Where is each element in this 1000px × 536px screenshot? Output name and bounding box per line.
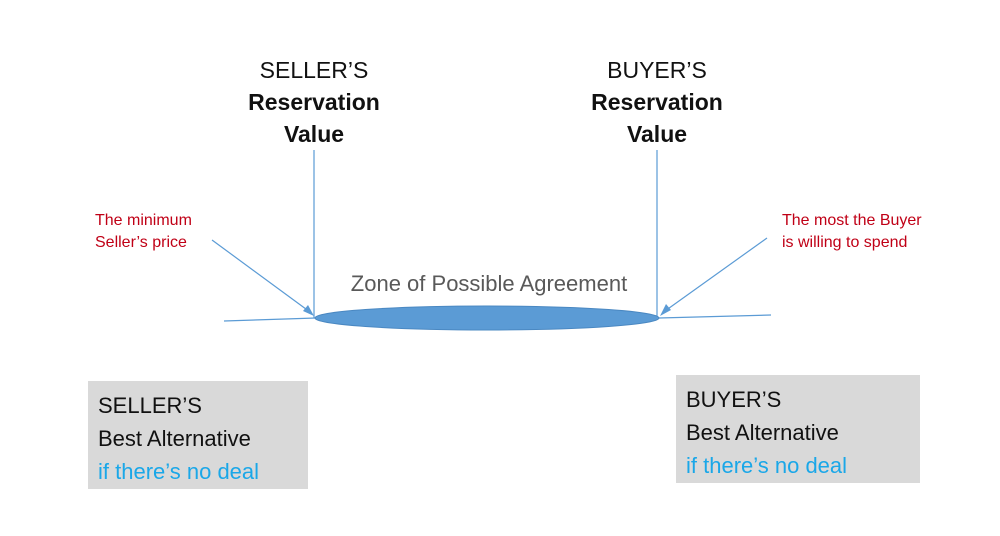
seller-alt-line1: SELLER’S <box>98 393 202 418</box>
buyer-annotation: The most the Buyer is willing to spend <box>782 210 922 254</box>
buyer-rv-line2: Reservation <box>591 89 723 115</box>
zopa-ellipse <box>314 305 660 331</box>
buyer-reservation-value-title: BUYER’S Reservation Value <box>577 54 737 150</box>
baseline-right <box>658 314 772 319</box>
seller-reservation-value-title: SELLER’S Reservation Value <box>234 54 394 150</box>
buyer-alt-line1: BUYER’S <box>686 387 782 412</box>
buyer-pointer-line <box>664 237 768 312</box>
baseline-left <box>223 317 317 322</box>
seller-annotation-line1: The minimum <box>95 212 192 229</box>
buyer-rv-line3: Value <box>626 121 688 147</box>
buyer-best-alternative-box: BUYER’S Best Alternative if there’s no d… <box>676 375 920 483</box>
buyer-annotation-line2: is willing to spend <box>782 234 908 251</box>
buyer-alt-line2: Best Alternative <box>686 420 839 445</box>
buyer-annotation-line1: The most the Buyer <box>782 212 922 229</box>
seller-rv-line2: Reservation <box>248 89 380 115</box>
buyer-pointer-arrowhead <box>660 304 671 316</box>
seller-rv-line3: Value <box>283 121 345 147</box>
seller-annotation: The minimum Seller’s price <box>95 210 192 254</box>
seller-annotation-line2: Seller’s price <box>95 234 187 251</box>
seller-alt-line3: if there’s no deal <box>98 459 260 484</box>
seller-best-alternative-box: SELLER’S Best Alternative if there’s no … <box>88 381 308 489</box>
seller-alt-line2: Best Alternative <box>98 426 251 451</box>
seller-rv-line1: SELLER’S <box>259 57 369 83</box>
seller-pointer-arrowhead <box>303 305 314 316</box>
buyer-alt-line3: if there’s no deal <box>686 453 848 478</box>
zopa-label: Zone of Possible Agreement <box>350 271 628 296</box>
buyer-rv-line1: BUYER’S <box>607 57 707 83</box>
seller-pointer-line <box>211 239 311 313</box>
